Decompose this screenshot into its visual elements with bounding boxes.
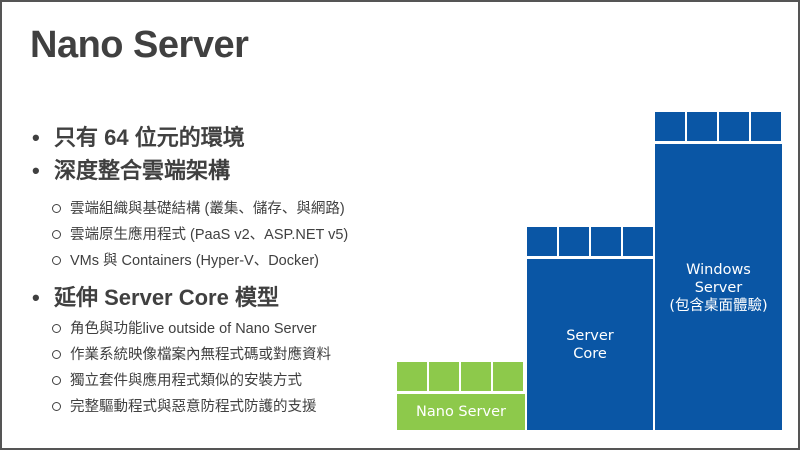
- circle-bullet-icon: [52, 349, 61, 359]
- windows-tile: [719, 112, 749, 141]
- sub-bullet-text: 獨立套件與應用程式類似的安裝方式: [70, 373, 302, 389]
- sub-bullet-text: 完整驅動程式與惡意防程式防護的支援: [70, 399, 317, 415]
- windows-tile: [751, 112, 781, 141]
- circle-bullet-icon: [52, 229, 61, 239]
- bullet-1: • 只有 64 位元的環境: [32, 120, 245, 152]
- core-tile: [559, 227, 589, 256]
- nano-server-block: Nano Server: [397, 394, 525, 430]
- label-line: Server: [566, 328, 614, 344]
- sub-bullet-text: VMs 與 Containers (Hyper-V、Docker): [70, 253, 319, 269]
- bullet-dot-icon: •: [32, 285, 40, 310]
- label-line: Windows: [686, 262, 751, 278]
- circle-bullet-icon: [52, 203, 61, 213]
- sub-bullet: 雲端原生應用程式 (PaaS v2、ASP.NET v5): [52, 223, 348, 244]
- sub-bullet: 角色與功能live outside of Nano Server: [52, 317, 317, 338]
- sub-bullet-text: 雲端組織與基礎結構 (叢集、儲存、與網路): [70, 201, 345, 217]
- label-line: Server: [694, 280, 743, 296]
- nano-server-label: Nano Server: [416, 404, 506, 420]
- nano-tile: [493, 362, 523, 391]
- bullet-dot-icon: •: [32, 125, 40, 150]
- label-line: Core: [573, 346, 607, 362]
- bullet-text: 深度整合雲端架構: [54, 158, 231, 183]
- slide-title: Nano Server: [30, 24, 249, 66]
- nano-tile: [461, 362, 491, 391]
- circle-bullet-icon: [52, 323, 61, 333]
- windows-tile: [655, 112, 685, 141]
- core-tile: [623, 227, 653, 256]
- bullet-dot-icon: •: [32, 158, 40, 183]
- bullet-text: 只有 64 位元的環境: [54, 125, 245, 150]
- sub-bullet: 獨立套件與應用程式類似的安裝方式: [52, 369, 302, 390]
- bullet-text: 延伸 Server Core 模型: [54, 285, 279, 310]
- circle-bullet-icon: [52, 401, 61, 411]
- core-tile: [527, 227, 557, 256]
- sub-bullet-text: 雲端原生應用程式 (PaaS v2、ASP.NET v5): [70, 227, 349, 243]
- nano-tile: [429, 362, 459, 391]
- circle-bullet-icon: [52, 375, 61, 385]
- sub-bullet-text: 角色與功能live outside of Nano Server: [70, 321, 317, 337]
- sub-bullet-text: 作業系統映像檔案內無程式碼或對應資料: [70, 347, 331, 363]
- sub-bullet: 雲端組織與基礎結構 (叢集、儲存、與網路): [52, 197, 345, 218]
- sub-bullet: 作業系統映像檔案內無程式碼或對應資料: [52, 343, 331, 364]
- bullet-3: • 延伸 Server Core 模型: [32, 280, 279, 312]
- windows-tile: [687, 112, 717, 141]
- bullet-2: • 深度整合雲端架構: [32, 153, 230, 185]
- circle-bullet-icon: [52, 255, 61, 265]
- sub-bullet: VMs 與 Containers (Hyper-V、Docker): [52, 249, 319, 270]
- label-line: (包含桌面體驗): [669, 298, 768, 314]
- core-tile: [591, 227, 621, 256]
- sub-bullet: 完整驅動程式與惡意防程式防護的支援: [52, 395, 317, 416]
- nano-tile: [397, 362, 427, 391]
